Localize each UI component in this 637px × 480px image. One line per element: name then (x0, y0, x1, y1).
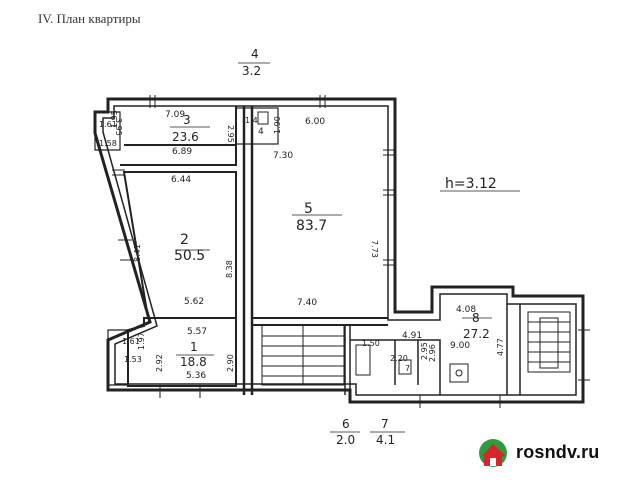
plan-title: IV. План квартиры (38, 11, 141, 26)
room1-num: 1 (190, 340, 198, 354)
house-icon (479, 439, 507, 467)
wc-dim-4: 2.96 (428, 344, 437, 362)
room2-dim-top: 6.44 (171, 175, 191, 185)
room3-dim-left: 3.95 (114, 118, 123, 136)
room2-dim-bottom: 5.62 (184, 297, 204, 307)
bay-bottom-dim-2: 1.53 (124, 355, 142, 364)
room1-dim-top: 5.57 (187, 327, 207, 337)
bay-bottom-dim-1: 1.61 (122, 337, 140, 346)
room3-dim-bottom: 6.89 (172, 147, 192, 157)
room2-dim-right: 8.38 (225, 260, 234, 278)
room3-num: 3 (183, 113, 191, 127)
bottom-label-6-num: 6 (342, 417, 350, 431)
room1-dim-right: 2.90 (226, 354, 235, 372)
room1-dim-left: 2.92 (155, 354, 164, 372)
fixtures (257, 111, 469, 383)
bay-top-dim-3: 1.95 (110, 110, 119, 128)
top-label-area: 3.2 (242, 64, 261, 78)
room2-dim-left: 8.41 (133, 244, 142, 262)
window-marks (112, 95, 590, 408)
bay-bottom-dim-3: 1.97 (137, 332, 146, 350)
room2-area: 50.5 (174, 248, 205, 264)
wc-dim-1: 1.50 (362, 339, 380, 348)
staircase-main (261, 324, 345, 386)
top-label-num: 4 (251, 47, 259, 61)
room8-dim-mid: 9.00 (450, 341, 470, 351)
room5-dim-right: 7.73 (370, 240, 379, 258)
staircase-right (527, 311, 571, 373)
room8-num: 8 (472, 311, 480, 325)
room8-area: 27.2 (463, 327, 490, 341)
room5-num: 5 (304, 201, 313, 217)
room5-dim-top: 6.00 (305, 117, 325, 127)
niche-dim-2: 1.90 (273, 116, 282, 134)
room3-dim-top: 7.09 (165, 110, 185, 120)
wc-dim-2: 2.20 (390, 354, 408, 363)
room8-dim-left: 4.91 (402, 331, 422, 341)
bottom-label-7-area: 4.1 (376, 433, 395, 447)
watermark-text: rosndv.ru (516, 442, 600, 462)
ceiling-height: h=3.12 (445, 176, 497, 192)
room5-dim-bottom: 7.40 (297, 298, 317, 308)
room1-area: 18.8 (180, 355, 207, 369)
room3-area: 23.6 (172, 130, 199, 144)
room5-area: 83.7 (296, 218, 327, 234)
bottom-label-7-num: 7 (381, 417, 389, 431)
bay-top-dim-2: 1.58 (99, 139, 117, 148)
room1-dim-bottom: 5.36 (186, 371, 206, 381)
wc-num: 7 (405, 364, 410, 373)
niche-num: 4 (258, 127, 264, 137)
bottom-label-6-area: 2.0 (336, 433, 355, 447)
room8-dim-right: 4.77 (496, 338, 505, 356)
rosndv-watermark: rosndv.ru (474, 436, 624, 470)
wc-dim-3: 2.95 (420, 342, 429, 360)
room3-dim-right: 2.95 (226, 125, 235, 143)
room2-num: 2 (180, 232, 189, 248)
room5-dim-2: 7.30 (273, 151, 293, 161)
room8-dim-top: 4.08 (456, 305, 476, 315)
bay-top-dim-1: 1.61 (99, 120, 117, 129)
niche-dim-1: 1.4 (245, 116, 258, 125)
label-underlines (170, 62, 520, 433)
